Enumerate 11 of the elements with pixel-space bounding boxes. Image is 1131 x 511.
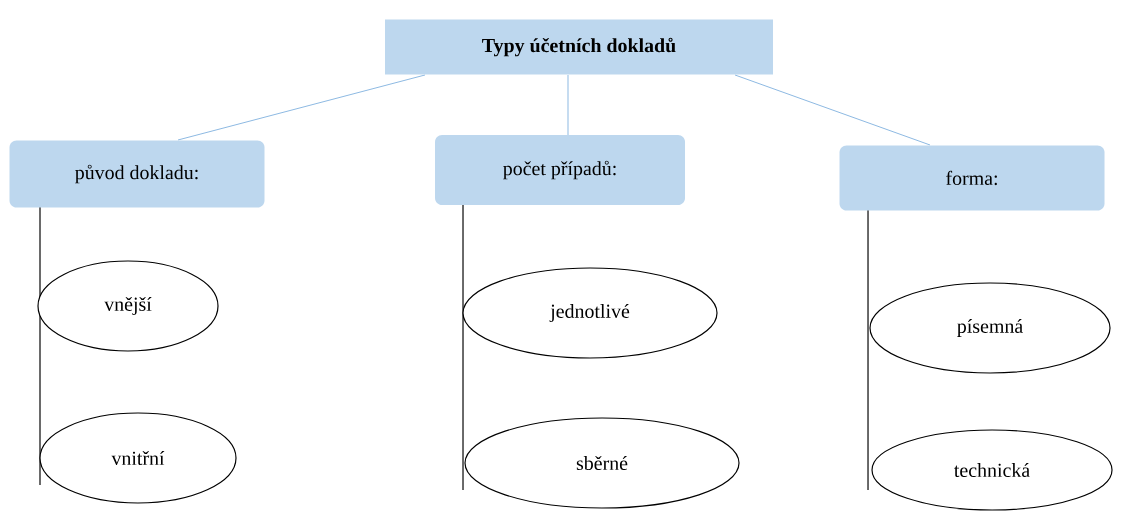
title-box: Typy účetních dokladů	[385, 19, 773, 75]
category-box: počet případů:	[435, 135, 685, 205]
category-box: původ dokladu:	[9, 140, 265, 208]
connector-line	[567, 74, 569, 136]
node-label: vnitřní	[111, 450, 165, 466]
connector-line	[462, 204, 464, 491]
connector-line	[867, 209, 869, 491]
connector-line	[734, 74, 931, 146]
connector-line	[39, 206, 41, 486]
connector-line	[177, 74, 426, 141]
category-box: forma:	[839, 145, 1105, 211]
